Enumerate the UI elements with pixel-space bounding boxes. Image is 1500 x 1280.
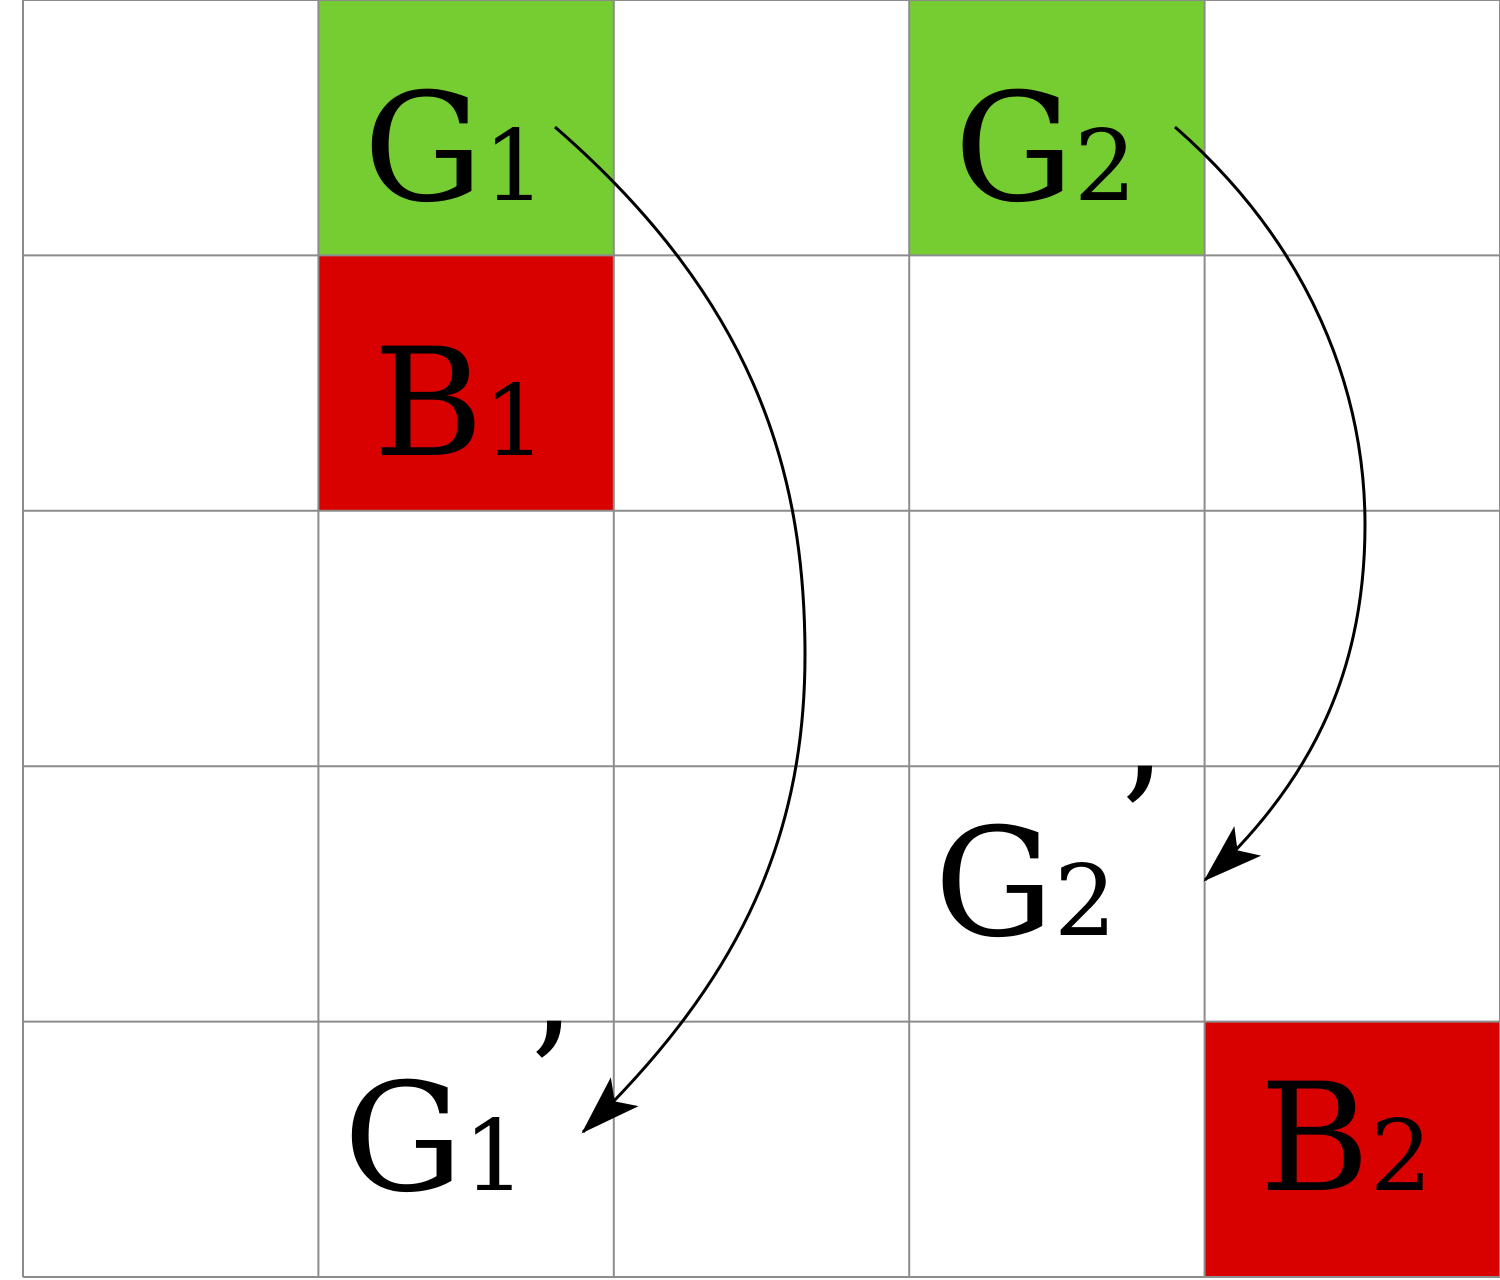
label-letter: B [1260, 1052, 1370, 1226]
label-letter: G [363, 62, 483, 236]
label-letter: G [954, 62, 1074, 236]
cell-fill-g2 [909, 0, 1205, 256]
label-letter: G [934, 797, 1054, 971]
label-subscript: 2 [1074, 110, 1136, 224]
arrow-g1-to-g1-prime [554, 125, 807, 1134]
cell-fill-g1 [318, 0, 614, 256]
cell-fills [318, 0, 1500, 1277]
label-subscript: 1 [463, 1100, 525, 1214]
label-g2-prime: G2’ [934, 737, 1164, 971]
label-b2: B2 [1260, 1052, 1433, 1226]
label-g1: G1 [363, 62, 545, 236]
label-subscript: 1 [484, 365, 546, 479]
label-subscript: 2 [1054, 845, 1116, 959]
cell-fill-b1 [318, 255, 614, 511]
label-b1: B1 [373, 317, 546, 491]
label-letter: B [373, 317, 483, 491]
label-letter: G [343, 1052, 463, 1226]
label-g1-prime: G1’ [343, 992, 573, 1226]
label-prime: ’ [526, 992, 574, 1166]
label-g2: G2 [954, 62, 1136, 236]
label-subscript: 2 [1370, 1100, 1432, 1214]
label-prime: ’ [1116, 737, 1164, 911]
grid-lines [22, 0, 1500, 1278]
arrow-g2-to-g2-prime [1174, 125, 1367, 882]
cell-fill-b2 [1204, 1021, 1500, 1277]
label-subscript: 1 [483, 110, 545, 224]
